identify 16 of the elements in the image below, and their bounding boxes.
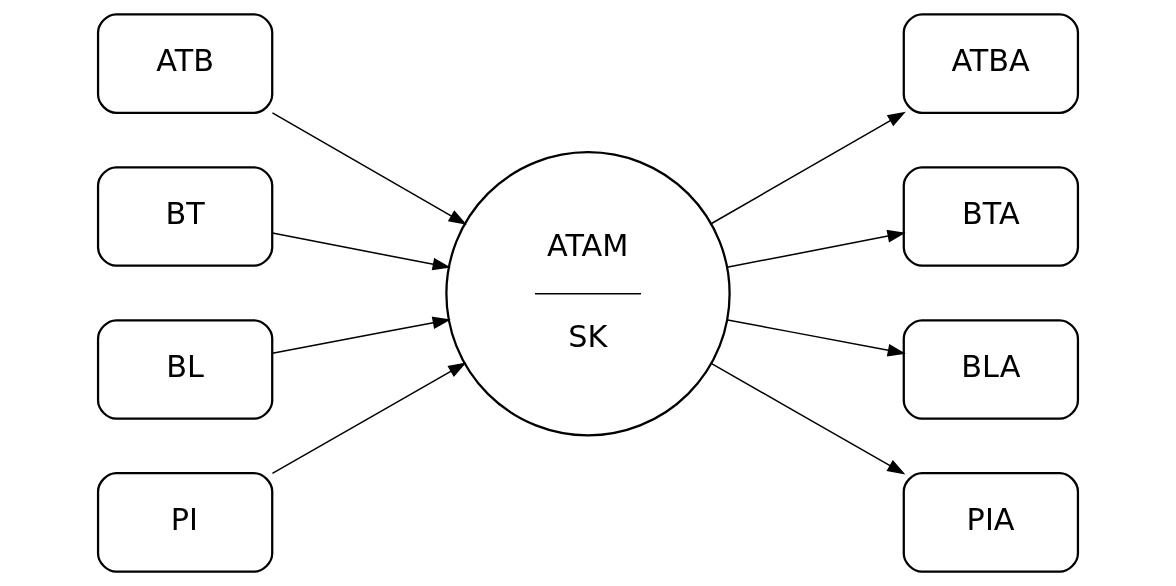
- node-box: BT: [96, 166, 274, 267]
- node-box: PIA: [902, 472, 1080, 573]
- arrow: [271, 316, 451, 354]
- arrow: [710, 362, 906, 475]
- node-box: PI: [96, 472, 274, 573]
- arrow: [726, 229, 906, 268]
- arrow: [271, 112, 467, 225]
- node-box: ATBA: [902, 13, 1080, 114]
- node-box: BL: [96, 319, 274, 420]
- node-box: BLA: [902, 319, 1080, 420]
- node-box: BTA: [902, 166, 1080, 267]
- node-box: ATB: [96, 13, 274, 114]
- arrow: [710, 111, 906, 225]
- arrow: [726, 319, 906, 357]
- arrow: [271, 232, 451, 271]
- arrow: [271, 362, 467, 475]
